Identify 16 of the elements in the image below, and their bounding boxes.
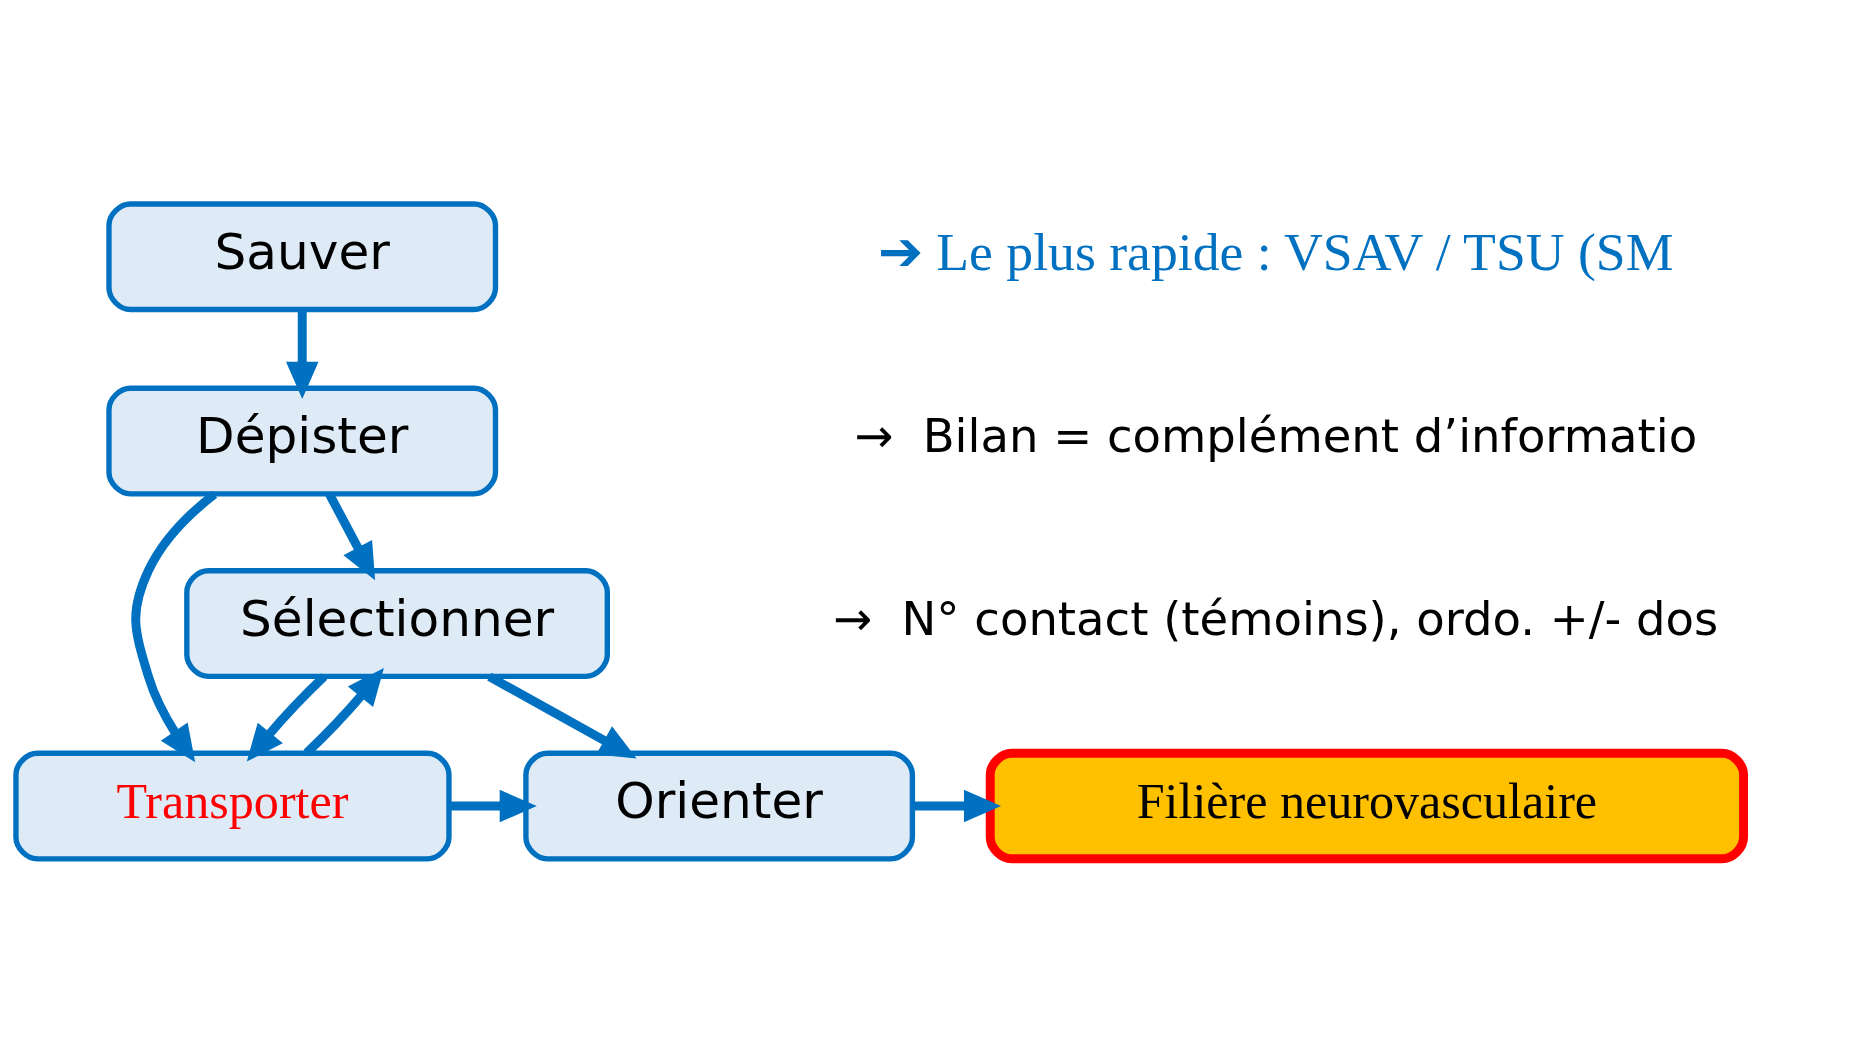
node-box: Sauver bbox=[106, 201, 499, 313]
arrow bbox=[449, 789, 537, 823]
node-box: Orienter bbox=[523, 750, 916, 862]
node-box: Transporter bbox=[13, 750, 452, 862]
node-box: Dépister bbox=[106, 385, 499, 497]
node-box: Filière neurovasculaire bbox=[985, 748, 1748, 864]
label: → N° contact (témoins), ordo. +/- dos bbox=[832, 591, 1719, 646]
label: → Bilan = complément d’informatio bbox=[854, 409, 1698, 464]
arrow bbox=[246, 673, 328, 762]
arrow bbox=[131, 490, 218, 763]
arrow bbox=[912, 789, 1002, 823]
node-box: Sélectionner bbox=[184, 568, 610, 679]
arrow bbox=[303, 667, 384, 757]
arrow bbox=[487, 672, 637, 759]
label: ➔ Le plus rapide : VSAV / TSU (SM bbox=[877, 222, 1674, 283]
arrow bbox=[286, 309, 319, 399]
